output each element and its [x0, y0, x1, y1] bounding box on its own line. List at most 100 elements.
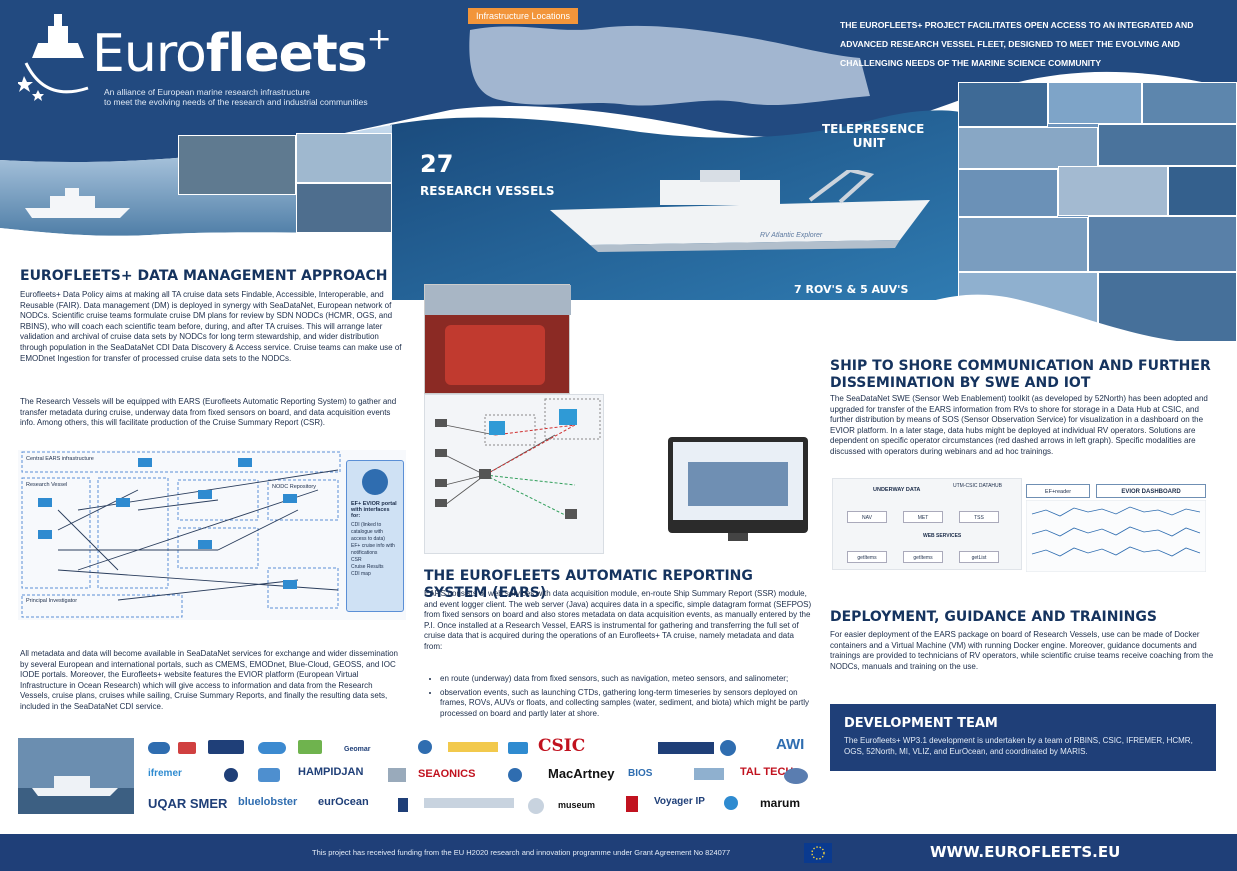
ship-to-shore-paragraph: The SeaDataNet SWE (Sensor Web Enablemen… [830, 394, 1208, 456]
white-wave-overlay [820, 294, 1237, 360]
partner-logo: CSIC [538, 736, 586, 756]
ears-diagram-lines [435, 398, 601, 519]
portal-items: CDI (linked to catalogue with access to … [351, 522, 399, 578]
portal-item: Cruise Results [351, 564, 384, 570]
partner-badge-icon [528, 798, 544, 814]
web-services-label: WEB SERVICES [923, 533, 962, 539]
eurofleets-ship-logo-icon [18, 14, 89, 101]
ship-photo [296, 183, 392, 233]
portal-item: CDI map [351, 571, 371, 577]
funding-statement: This project has received funding from t… [312, 848, 731, 857]
data-management-paragraph-1: Eurofleets+ Data Policy aims at making a… [20, 290, 402, 363]
get-list-box: getList [959, 551, 999, 563]
get-items-box: getItems [847, 551, 887, 563]
ship-photo [178, 135, 296, 195]
partner-logos: CSIC HAMPIDJAN SEAONICS MacArtney BIOS T… [148, 736, 816, 818]
logo-wordmark: Eurofleets+ [92, 22, 392, 84]
data-management-paragraph-3: All metadata and data will become availa… [20, 649, 398, 711]
vessel-photo-bottom [18, 738, 134, 814]
partner-logo: ifremer [148, 768, 182, 779]
project-description: The Eurofleets+ project facilitates open… [840, 20, 1194, 68]
ship-silhouette-icon [18, 776, 134, 814]
portal-title: EF+ EVIOR portal with interfaces for: [351, 501, 397, 519]
tss-box: TSS [959, 511, 999, 523]
datahub-label: UTM-CSIC DATAHUB [953, 483, 1002, 489]
ship-photo [296, 133, 392, 183]
list-item: en route (underway) data from fixed sens… [440, 674, 812, 685]
partner-logo: UQAR SMER [148, 796, 228, 811]
partner-badge-icon [724, 796, 738, 810]
ears-paragraph: EARS consists of web services with data … [424, 589, 812, 651]
partner-badge-icon [720, 740, 736, 756]
logo-tagline: An alliance of European marine research … [104, 87, 368, 107]
partner-badge-icon [626, 796, 638, 812]
data-management-title: EUROFLEETS+ DATA MANAGEMENT APPROACH [20, 268, 388, 284]
development-team-title: DEVELOPMENT TEAM [844, 716, 998, 731]
partner-logo: eurOcean [318, 796, 369, 808]
partner-badge-icon [658, 742, 714, 754]
partner-badge-icon [508, 768, 522, 782]
partner-logo: museum [558, 800, 596, 810]
partner-badge-icon [208, 740, 244, 754]
ears-architecture-diagram [424, 394, 604, 554]
partner-badge-icon [694, 768, 724, 780]
development-team-paragraph: The Eurofleets+ WP3.1 development is und… [844, 736, 1193, 756]
partner-badge-icon [388, 768, 406, 782]
partner-logo: Voyager IP [654, 796, 705, 807]
list-item: observation events, such as launching CT… [440, 688, 812, 720]
partner-badge-icon [148, 742, 170, 754]
stat-telepresence: TELEPRESENCE UNIT [822, 122, 925, 150]
ears-bullet-list: en route (underway) data from fixed sens… [428, 674, 812, 722]
infrastructure-locations-tag: Infrastructure Locations [468, 8, 579, 24]
monitor-screen [668, 437, 808, 541]
diagram-label-rv: Research Vessel [26, 482, 68, 488]
partner-badge-icon [508, 742, 528, 754]
development-team-box: DEVELOPMENT TEAM The Eurofleets+ WP3.1 d… [830, 704, 1216, 771]
partner-badge-icon [224, 768, 238, 782]
swe-flow-diagram: UNDERWAY DATA UTM-CSIC DATAHUB NAV MET T… [832, 478, 1022, 570]
partner-badge-icon [298, 740, 322, 754]
met-box: MET [903, 511, 943, 523]
ef-reader-box: EF+reader [1026, 484, 1090, 498]
ship-silhouette-icon [25, 188, 130, 218]
partner-badge-icon [398, 798, 408, 812]
partner-logo: marum [760, 796, 801, 810]
partner-logo: Geomar [344, 746, 371, 753]
partner-logo: bluelobster [238, 796, 298, 808]
partner-logo: TAL TECH [740, 766, 794, 778]
diagram-arrows [21, 451, 341, 618]
vessel-name: RV Atlantic Explorer [760, 232, 823, 239]
diagram-label-pi: Principal Investigator [26, 598, 78, 604]
ship-to-shore-title: SHIP TO SHORE COMMUNICATION AND FURTHER … [830, 358, 1211, 391]
diagram-label-nodc: NODC Repository [272, 484, 317, 490]
partner-logo: AWI [776, 736, 805, 753]
research-vessel-illustration [550, 170, 930, 252]
portal-item: CSR [351, 557, 362, 563]
get-items-box: getItems [903, 551, 943, 563]
website-link[interactable]: WWW.EUROFLEETS.EU [930, 843, 1121, 861]
portal-item: CDI (linked to catalogue with access to … [351, 522, 385, 542]
ears-title: THE EUROFLEETS AUTOMATIC REPORTING SYSTE… [424, 568, 753, 601]
stat-rov-auv: 7 ROV'S & 5 AUV'S [794, 283, 909, 296]
footer: This project has received funding from t… [0, 834, 1237, 871]
partner-logo: BIOS [628, 768, 653, 779]
deployment-paragraph: For easier deployment of the EARS packag… [830, 630, 1214, 671]
deployment-title: DEPLOYMENT, GUIDANCE AND TRAININGS [830, 609, 1157, 625]
data-flow-diagram: Central EARS infrastructure Research Ves… [18, 450, 406, 620]
partner-badge-icon [424, 798, 514, 808]
partner-logo: SEAONICS [418, 768, 476, 780]
stat-vessels-label: RESEARCH VESSELS [420, 184, 555, 198]
partner-badge-icon [418, 740, 432, 754]
ears-photo-crew [424, 284, 571, 394]
eu-flag-icon [804, 843, 832, 863]
partner-badge-icon [258, 742, 286, 754]
eviors-dashboard-box: EVIOR DASHBOARD [1096, 484, 1206, 498]
partner-badge-icon [258, 768, 280, 782]
eviors-portal-box: EF+ EVIOR portal with interfaces for: CD… [346, 460, 404, 612]
portal-item: EF+ cruise info with notifications [351, 543, 395, 556]
globe-icon [362, 469, 388, 495]
partner-logo: HAMPIDJAN [298, 766, 364, 778]
stat-vessels-number: 27 [420, 150, 454, 178]
dashboard-charts [1026, 500, 1206, 572]
partner-badge-icon [784, 768, 808, 784]
